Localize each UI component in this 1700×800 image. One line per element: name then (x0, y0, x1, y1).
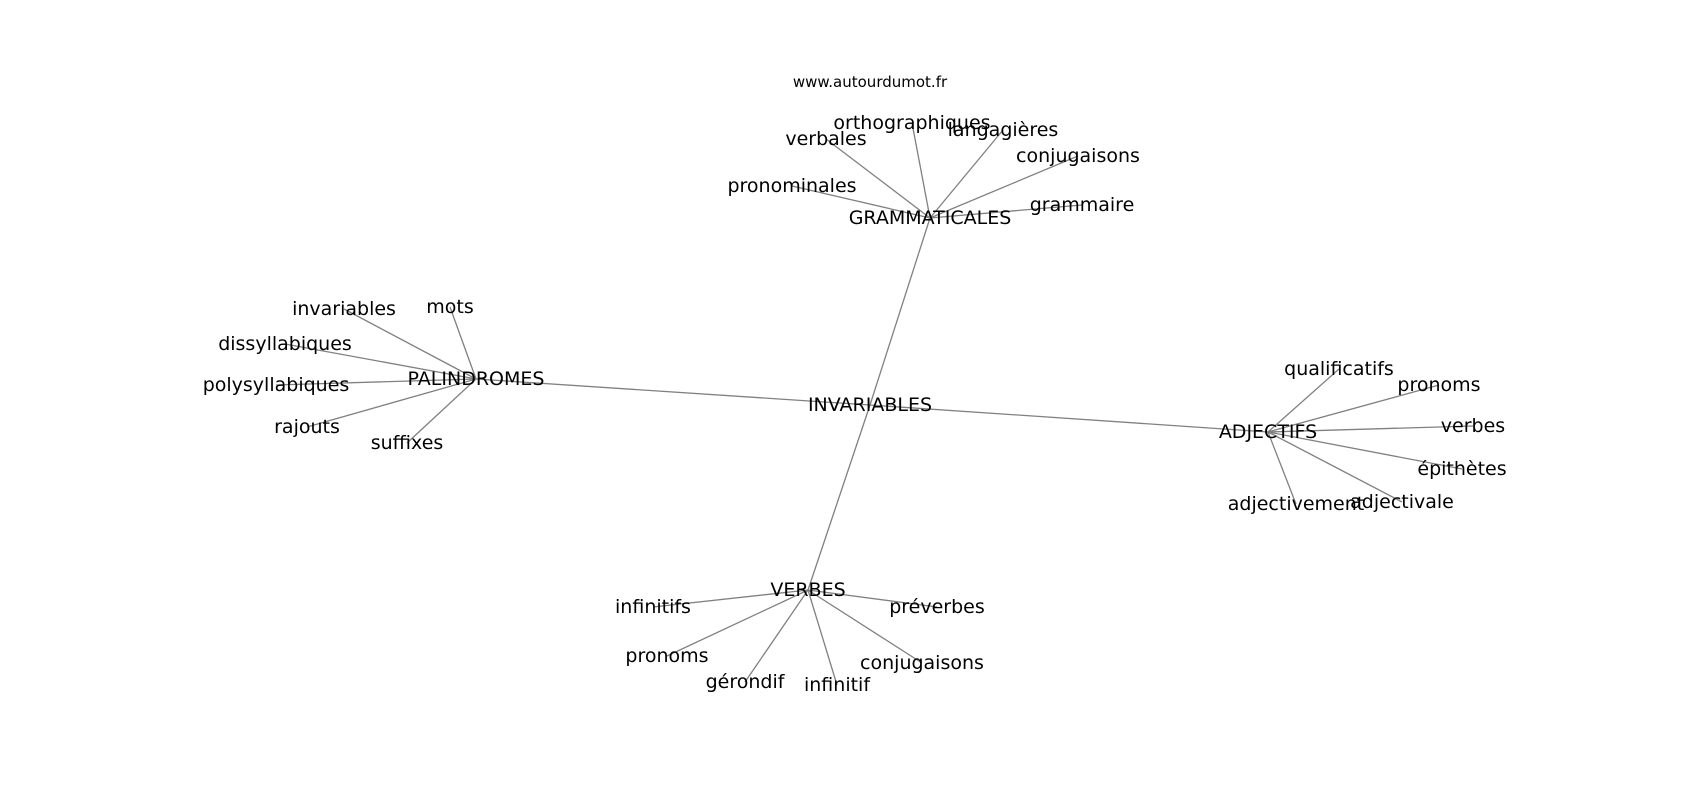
leaf-node: suffixes (371, 432, 444, 454)
hub-node: VERBES (770, 579, 845, 601)
edge (807, 589, 923, 664)
edge (807, 589, 838, 686)
leaf-node: épithètes (1417, 458, 1506, 480)
edge (306, 378, 477, 428)
leaf-node: dissyllabiques (218, 333, 352, 355)
leaf-node: préverbes (889, 596, 985, 618)
leaf-node: invariables (292, 298, 396, 320)
hub-node: PALINDROMES (408, 368, 545, 390)
edge (929, 155, 1079, 219)
leaf-node: adjectivement (1228, 493, 1364, 515)
edge (1267, 368, 1340, 433)
edge (475, 378, 871, 406)
hub-node: ADJECTIFS (1219, 421, 1317, 443)
leaf-node: adjectivale (1350, 491, 1454, 513)
root-node: INVARIABLES (808, 394, 932, 416)
labels: www.autourdumot.fr INVARIABLES GRAMMATICA… (203, 73, 1507, 696)
leaf-node: verbes (1441, 415, 1505, 437)
leaf-node: pronominales (727, 175, 856, 197)
edge (343, 308, 477, 380)
leaf-node: qualificatifs (1284, 358, 1394, 380)
leaf-node: mots (426, 296, 473, 318)
edge (869, 217, 931, 406)
edge (807, 589, 938, 608)
edges (275, 122, 1474, 686)
edge (929, 204, 1083, 219)
edge (929, 129, 1004, 219)
edge (666, 589, 809, 657)
edge (869, 404, 1269, 433)
leaf-node: grammaire (1030, 194, 1135, 216)
hub-node: GRAMMATICALES (849, 207, 1012, 229)
leaf-node: infinitif (804, 674, 871, 696)
leaf-node: polysyllabiques (203, 374, 350, 396)
leaf-node: conjugaisons (860, 652, 984, 674)
leaf-node: orthographiques (833, 112, 990, 134)
leaf-node: pronoms (1397, 374, 1480, 396)
edge (1267, 431, 1403, 503)
edge (449, 306, 477, 380)
edge (1267, 384, 1440, 433)
edge (652, 589, 809, 608)
edge (825, 138, 931, 219)
edge (911, 122, 931, 219)
credit-label: www.autourdumot.fr (793, 73, 948, 91)
edge (807, 404, 871, 591)
edge (1267, 431, 1297, 505)
leaf-node: langagières (948, 119, 1059, 141)
edge (406, 378, 477, 444)
edge (1267, 431, 1463, 470)
edge (744, 589, 809, 683)
edge (284, 343, 477, 380)
leaf-node: gérondif (706, 671, 786, 693)
leaf-node: conjugaisons (1016, 145, 1140, 167)
leaf-node: pronoms (625, 645, 708, 667)
edge (791, 185, 931, 219)
leaf-node: infinitifs (615, 596, 691, 618)
edge (275, 378, 477, 386)
leaf-node: rajouts (274, 416, 340, 438)
leaf-node: verbales (785, 128, 866, 150)
edge (1267, 425, 1474, 433)
